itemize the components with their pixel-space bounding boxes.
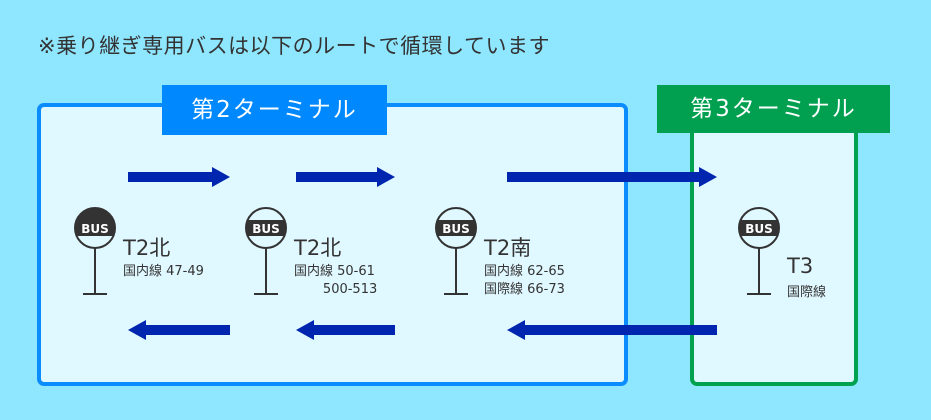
gate-line: 国内線 50-61: [294, 264, 375, 279]
stop-name: T2南: [484, 236, 532, 260]
bus-sign-label: BUS: [81, 222, 109, 236]
stop-gates: 国内線 47-49: [123, 263, 204, 281]
stop-name: T2北: [123, 236, 171, 260]
stop-gates: 国内線 50-61 500-513: [294, 263, 377, 299]
gate-line: 国際線 66-73: [484, 282, 565, 297]
terminal-2-label: 第2ターミナル: [162, 85, 387, 135]
stop-gates: 国際線: [787, 284, 826, 302]
bus-sign-label: BUS: [442, 222, 470, 236]
terminal-3-label: 第3ターミナル: [657, 85, 890, 133]
stop-name: T3: [787, 254, 814, 278]
bus-stop-sign-icon: BUS: [435, 207, 477, 295]
bus-stop-sign-icon: BUS: [738, 207, 780, 295]
gate-line: 国内線 47-49: [123, 264, 204, 279]
gate-line: 500-513: [294, 282, 378, 297]
gate-line: 国際線: [787, 285, 827, 300]
terminal-3-area: [690, 118, 858, 386]
bus-sign-label: BUS: [252, 222, 280, 236]
stop-gates: 国内線 62-65 国際線 66-73: [484, 263, 565, 299]
bus-stop-sign-icon: BUS: [74, 207, 116, 295]
stop-name: T2北: [294, 236, 342, 260]
route-note: ※乗り継ぎ専用バスは以下のルートで循環しています: [38, 34, 550, 58]
gate-line: 国内線 62-65: [484, 264, 565, 279]
bus-sign-label: BUS: [745, 222, 773, 236]
bus-stop-sign-icon: BUS: [245, 207, 287, 295]
